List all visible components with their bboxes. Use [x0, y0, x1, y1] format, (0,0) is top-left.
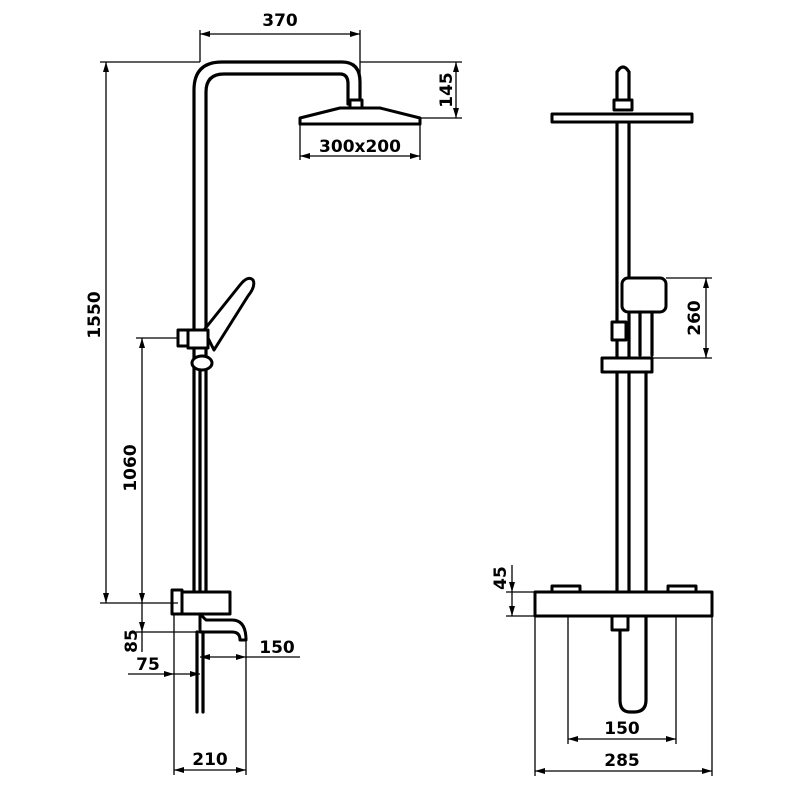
side-slider-ball — [190, 354, 214, 372]
side-spout — [198, 612, 248, 642]
front-hand-shower — [620, 276, 668, 314]
front-shower-head — [550, 112, 694, 124]
front-slider-bar — [600, 356, 654, 374]
dimension-lines: 370 145 300x200 1550 1060 85 — [85, 11, 713, 776]
front-mixer-knob-left — [550, 584, 582, 594]
front-outlet — [610, 614, 630, 632]
dim-1060-label: 1060 — [121, 444, 141, 491]
side-hand-shower — [202, 276, 256, 352]
dim-145-label: 145 — [437, 72, 457, 108]
dim-45-label: 45 — [491, 566, 511, 590]
front-pipe-top — [615, 65, 631, 102]
front-view — [533, 65, 714, 714]
dim-260-label: 260 — [685, 300, 705, 336]
dim-150-side-label: 150 — [259, 638, 295, 658]
side-shower-pipe — [192, 60, 362, 592]
side-view — [170, 60, 422, 714]
front-head-connector — [612, 98, 634, 112]
front-mixer-bar — [533, 590, 714, 618]
side-mixer-body — [180, 590, 232, 616]
front-hand-shower-handle — [638, 310, 654, 357]
front-hose — [618, 370, 648, 714]
side-slider-body — [186, 328, 210, 350]
dim-150-front-label: 150 — [604, 719, 640, 739]
front-slider-knob — [610, 320, 628, 342]
side-lower-pipe — [195, 630, 205, 714]
dim-210-label: 210 — [192, 750, 228, 770]
front-mixer-knob-right — [666, 584, 698, 594]
dim-85-label: 85 — [122, 629, 142, 653]
dim-285-label: 285 — [604, 751, 640, 771]
dim-1550-label: 1550 — [85, 291, 105, 338]
side-shower-head — [298, 106, 422, 126]
dim-75-label: 75 — [136, 655, 160, 675]
dim-370-label: 370 — [262, 11, 298, 31]
dim-300x200-label: 300x200 — [319, 137, 401, 157]
